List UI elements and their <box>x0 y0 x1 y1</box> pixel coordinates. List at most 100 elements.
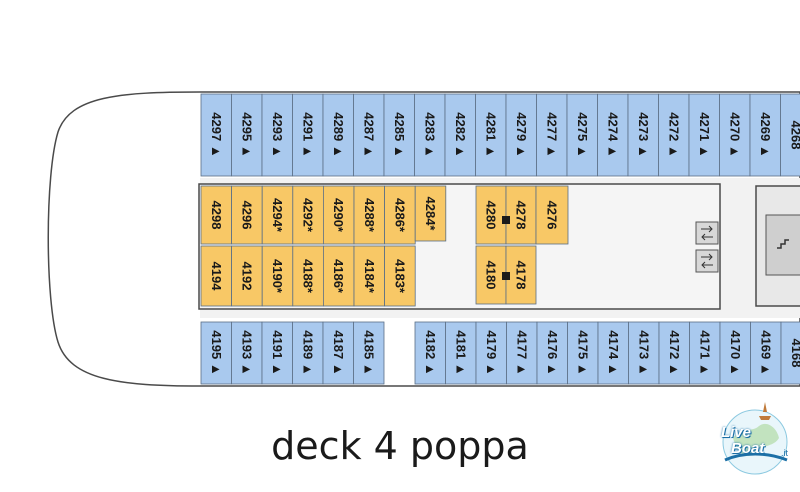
cabin-number-label: 4273 ▲ <box>636 112 651 157</box>
cabin-4174[interactable]: 4174 ▲ <box>597 321 629 385</box>
cabin-4293[interactable]: 4293 ▲ <box>261 93 293 177</box>
cabin-4285[interactable]: 4285 ▲ <box>383 93 415 177</box>
cabin-4291[interactable]: 4291 ▲ <box>292 93 324 177</box>
cabin-4273[interactable]: 4273 ▲ <box>627 93 659 177</box>
cabin-number-label: 4171 ▲ <box>697 330 712 375</box>
cabin-4186[interactable]: 4186* <box>322 245 355 307</box>
cabin-4298[interactable]: 4298 <box>200 185 233 245</box>
cabin-4292[interactable]: 4292* <box>292 185 324 245</box>
cabin-number-label: 4190* <box>270 259 285 294</box>
cabin-4280[interactable]: 4280 <box>475 185 507 245</box>
elevator-icon <box>695 221 719 273</box>
cabin-4288[interactable]: 4288* <box>353 185 386 245</box>
stair-block <box>765 214 800 276</box>
cabin-4195[interactable]: 4195 ▲ <box>200 321 232 385</box>
cabin-4179[interactable]: 4179 ▲ <box>475 321 507 385</box>
cabin-4275[interactable]: 4275 ▲ <box>566 93 598 177</box>
cabin-4173[interactable]: 4173 ▲ <box>628 321 660 385</box>
cabin-4274[interactable]: 4274 ▲ <box>597 93 629 177</box>
cabin-number-label: 4288* <box>362 198 377 233</box>
logo-text-live: Live <box>721 424 752 441</box>
cabin-number-label: 4295 ▲ <box>239 112 254 157</box>
cabin-4286[interactable]: 4286* <box>384 185 416 245</box>
cabin-number-label: 4296 <box>239 201 254 230</box>
cabin-number-label: 4281 ▲ <box>483 112 498 157</box>
cabin-4193[interactable]: 4193 ▲ <box>231 321 263 385</box>
cabin-4268[interactable]: 4268 <box>780 93 800 177</box>
cabin-4172[interactable]: 4172 ▲ <box>658 321 690 385</box>
cabin-4279[interactable]: 4279 ▲ <box>505 93 537 177</box>
cabin-4284[interactable]: 4284* <box>414 185 447 242</box>
cabin-4290[interactable]: 4290* <box>322 185 355 245</box>
cabin-4278[interactable]: 4278 <box>505 185 537 245</box>
cabin-number-label: 4189 ▲ <box>300 330 315 375</box>
cabin-number-label: 4177 ▲ <box>514 330 529 375</box>
cabin-number-label: 4268 <box>788 121 800 150</box>
cabin-number-label: 4271 ▲ <box>697 112 712 157</box>
cabin-number-label: 4195 ▲ <box>209 330 224 375</box>
cabin-4281[interactable]: 4281 ▲ <box>475 93 507 177</box>
cabin-number-label: 4280 <box>484 201 499 230</box>
cabin-number-label: 4181 ▲ <box>453 330 468 375</box>
cabin-4283[interactable]: 4283 ▲ <box>414 93 446 177</box>
cabin-4189[interactable]: 4189 ▲ <box>292 321 324 385</box>
cabin-4289[interactable]: 4289 ▲ <box>322 93 354 177</box>
cabin-4270[interactable]: 4270 ▲ <box>719 93 751 177</box>
cabin-number-label: 4276 <box>545 201 560 230</box>
cabin-number-label: 4186* <box>331 259 346 294</box>
cabin-4176[interactable]: 4176 ▲ <box>536 321 568 385</box>
cabin-number-label: 4282 ▲ <box>453 112 468 157</box>
cabin-4182[interactable]: 4182 ▲ <box>414 321 446 385</box>
cabin-number-label: 4182 ▲ <box>423 330 438 375</box>
cabin-4183[interactable]: 4183* <box>384 245 416 307</box>
cabin-4185[interactable]: 4185 ▲ <box>353 321 385 385</box>
cabin-number-label: 4289 ▲ <box>331 112 346 157</box>
cabin-number-label: 4172 ▲ <box>667 330 682 375</box>
cabin-number-label: 4187 ▲ <box>331 330 346 375</box>
cabin-4177[interactable]: 4177 ▲ <box>506 321 538 385</box>
cabin-layer: 4297 ▲ 4295 ▲ 4293 ▲ 4291 ▲ 4289 ▲ 4287 ▲ 4285… <box>200 93 800 385</box>
cabin-number-label: 4272 ▲ <box>666 112 681 157</box>
cabin-4178[interactable]: 4178 <box>505 245 537 305</box>
cabin-4287[interactable]: 4287 ▲ <box>353 93 385 177</box>
cabin-number-label: 4180 <box>484 261 499 290</box>
cabin-number-label: 4194 <box>209 262 224 292</box>
cabin-4192[interactable]: 4192 <box>231 245 263 307</box>
cabin-number-label: 4287 ▲ <box>361 112 376 157</box>
cabin-4184[interactable]: 4184* <box>353 245 386 307</box>
cabin-number-label: 4188* <box>301 259 316 294</box>
cabin-4296[interactable]: 4296 <box>231 185 263 245</box>
cabin-4168[interactable]: 4168 <box>780 321 800 385</box>
cabin-number-label: 4279 ▲ <box>514 112 529 157</box>
cabin-number-label: 4176 ▲ <box>545 330 560 375</box>
cabin-4175[interactable]: 4175 ▲ <box>567 321 599 385</box>
cabin-4191[interactable]: 4191 ▲ <box>261 321 293 385</box>
cabin-number-label: 4275 ▲ <box>575 112 590 157</box>
cabin-4169[interactable]: 4169 ▲ <box>750 321 782 385</box>
cabin-4194[interactable]: 4194 <box>200 245 233 307</box>
cabin-4271[interactable]: 4271 ▲ <box>688 93 720 177</box>
cabin-number-label: 4291 ▲ <box>300 112 315 157</box>
logo-text-suffix: .it <box>781 448 789 458</box>
cabin-number-label: 4174 ▲ <box>606 330 621 375</box>
cabin-4282[interactable]: 4282 ▲ <box>444 93 476 177</box>
cabin-number-label: 4191 ▲ <box>270 330 285 375</box>
cabin-4272[interactable]: 4272 ▲ <box>658 93 690 177</box>
cabin-4295[interactable]: 4295 ▲ <box>231 93 263 177</box>
cabin-4181[interactable]: 4181 ▲ <box>445 321 477 385</box>
cabin-4188[interactable]: 4188* <box>292 245 324 307</box>
cabin-4170[interactable]: 4170 ▲ <box>719 321 751 385</box>
cabin-number-label: 4179 ▲ <box>484 330 499 375</box>
cabin-4187[interactable]: 4187 ▲ <box>322 321 354 385</box>
cabin-4190[interactable]: 4190* <box>261 245 294 307</box>
cabin-4269[interactable]: 4269 ▲ <box>749 93 781 177</box>
cabin-4276[interactable]: 4276 <box>535 185 569 245</box>
cabin-4180[interactable]: 4180 <box>475 245 507 305</box>
bathroom-marker <box>502 216 510 224</box>
cabin-4294[interactable]: 4294* <box>261 185 294 245</box>
cabin-4297[interactable]: 4297 ▲ <box>200 93 232 177</box>
cabin-4277[interactable]: 4277 ▲ <box>536 93 568 177</box>
cabin-4171[interactable]: 4171 ▲ <box>689 321 721 385</box>
cabin-number-label: 4294* <box>270 198 285 233</box>
cabin-number-label: 4269 ▲ <box>758 112 773 157</box>
